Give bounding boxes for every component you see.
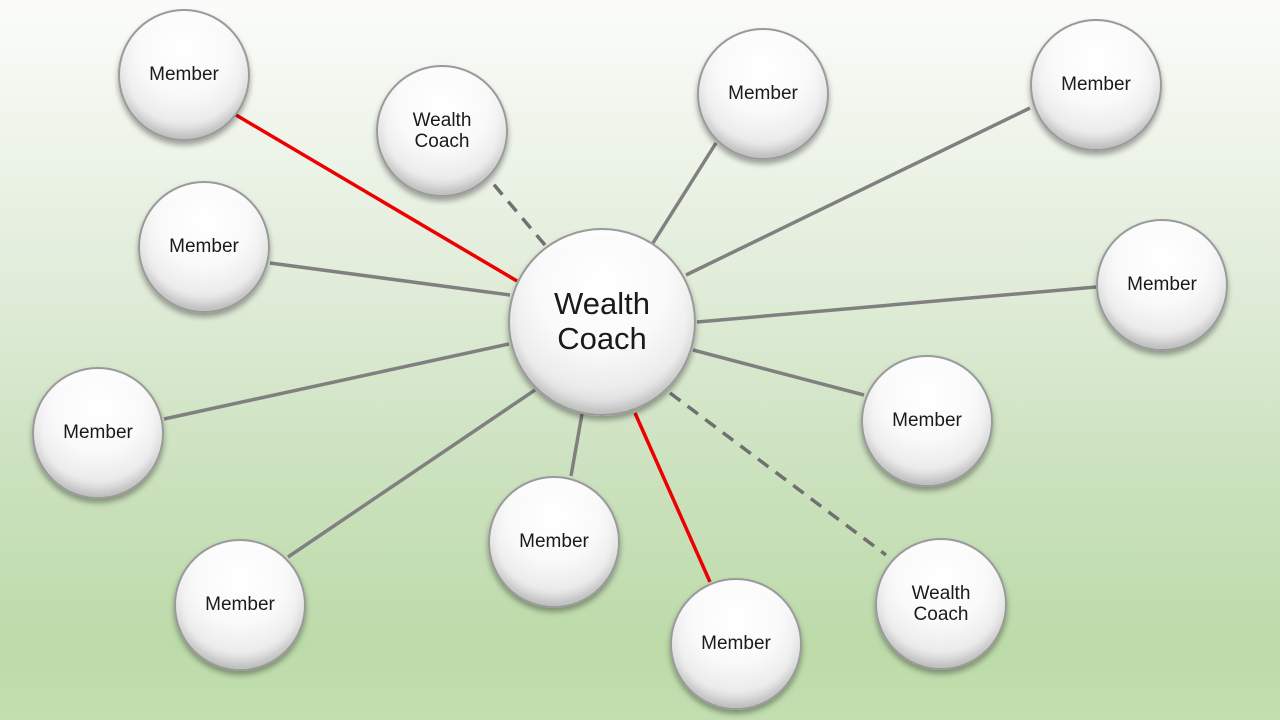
node-label: Member xyxy=(1127,274,1197,296)
node-label: Member xyxy=(892,410,962,432)
node-member-right-upper: Member xyxy=(1096,219,1228,351)
connector-m7 xyxy=(692,348,865,397)
node-wealth-coach-bottom: Wealth Coach xyxy=(875,538,1007,670)
node-member-bottom-center: Member xyxy=(488,476,620,608)
node-label: Member xyxy=(701,633,771,655)
node-member-top-center: Member xyxy=(697,28,829,160)
node-label: Member xyxy=(519,531,589,553)
connector-m2 xyxy=(651,142,718,244)
node-member-left-middle: Member xyxy=(32,367,164,499)
center-node-wealth-coach: Wealth Coach xyxy=(508,228,696,416)
node-member-right-middle: Member xyxy=(861,355,993,487)
connector-m10 xyxy=(287,388,536,559)
node-label: Member xyxy=(63,422,133,444)
node-member-bottom-right: Member xyxy=(670,578,802,710)
node-label: Member xyxy=(1061,74,1131,96)
connector-m8 xyxy=(569,413,584,477)
node-label: Member xyxy=(728,83,798,105)
node-wealth-coach-top: Wealth Coach xyxy=(376,65,508,197)
connector-red-m1 xyxy=(235,113,518,283)
node-label: Member xyxy=(205,594,275,616)
node-member-bottom-left: Member xyxy=(174,539,306,671)
node-label: Wealth Coach xyxy=(412,109,472,152)
connector-m4 xyxy=(269,261,511,297)
connector-m3 xyxy=(685,106,1031,277)
connector-m5 xyxy=(696,285,1097,324)
node-member-top-left: Member xyxy=(118,9,250,141)
node-label: Member xyxy=(169,236,239,258)
connector-m6 xyxy=(163,342,510,421)
connector-dashed-wc2 xyxy=(668,391,888,557)
node-label: Wealth Coach xyxy=(911,582,971,625)
node-label: Member xyxy=(149,64,219,86)
connector-dashed-wc1 xyxy=(488,178,547,247)
node-member-top-right: Member xyxy=(1030,19,1162,151)
center-node-label: Wealth Coach xyxy=(554,286,650,356)
node-member-left-upper: Member xyxy=(138,181,270,313)
connector-red-m9 xyxy=(633,412,712,583)
